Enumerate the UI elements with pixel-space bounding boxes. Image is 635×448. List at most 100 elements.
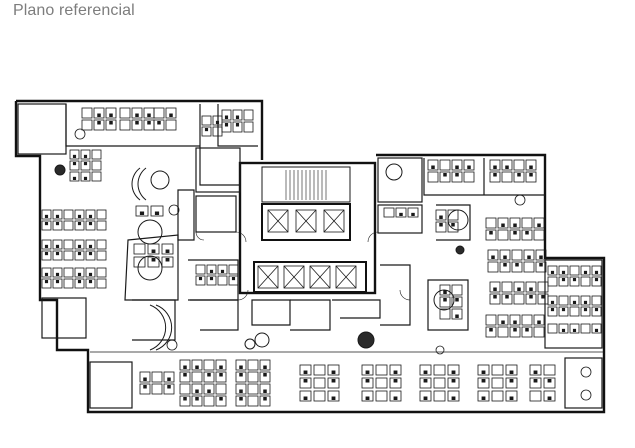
desk (69, 149, 80, 160)
desk (327, 364, 340, 376)
desk (547, 295, 558, 306)
desk (151, 371, 163, 383)
chair (55, 280, 60, 284)
desk (543, 390, 556, 402)
chair (503, 263, 507, 267)
chair (572, 278, 577, 282)
desk (206, 264, 217, 275)
desk (497, 217, 509, 229)
desk (201, 126, 212, 137)
desk (93, 119, 105, 131)
outer-walls (14, 99, 606, 414)
desk (228, 264, 239, 275)
desk (477, 364, 490, 376)
desk (221, 121, 232, 133)
curved-elements (54, 163, 469, 351)
desk (439, 159, 451, 171)
chair (165, 249, 170, 253)
chair (443, 298, 447, 302)
chair (527, 255, 531, 259)
desk (451, 159, 463, 171)
desk (74, 250, 85, 261)
chair (55, 252, 60, 256)
chair (467, 165, 471, 169)
desk (537, 281, 549, 293)
desk (235, 371, 247, 383)
desk (243, 109, 254, 121)
chair (503, 255, 507, 259)
chair (239, 365, 243, 369)
chair (195, 365, 199, 369)
chair (169, 113, 173, 117)
chair (411, 212, 415, 216)
chair (44, 272, 49, 276)
chair (572, 300, 577, 304)
desk (81, 119, 93, 131)
desk (259, 383, 271, 395)
desk (52, 239, 63, 250)
chair (198, 277, 203, 281)
chair (183, 365, 187, 369)
chair (539, 263, 543, 267)
desk (569, 323, 580, 334)
desk (533, 217, 545, 229)
chair (219, 397, 223, 401)
chair (204, 128, 209, 132)
chair (505, 295, 509, 299)
desk (41, 267, 52, 278)
desk (447, 221, 459, 233)
desk (203, 359, 215, 371)
chair (525, 328, 529, 332)
chair (220, 269, 225, 273)
desk (569, 306, 580, 317)
desk (511, 249, 523, 261)
desk (163, 371, 175, 383)
chair (529, 295, 533, 299)
desk (395, 207, 407, 218)
chair (513, 231, 517, 235)
desk (501, 171, 513, 183)
desk (529, 377, 542, 389)
desk (259, 395, 271, 407)
chair (77, 252, 82, 256)
desk (529, 390, 542, 402)
chair (239, 389, 243, 393)
desk (81, 107, 93, 119)
chair (97, 113, 101, 117)
desk (232, 109, 243, 121)
desk (191, 371, 203, 383)
chair (423, 396, 428, 400)
desk (433, 390, 446, 402)
chair (513, 328, 517, 332)
chair (517, 173, 521, 177)
desk (243, 121, 254, 133)
chair (97, 121, 101, 125)
desk (447, 377, 460, 389)
desk (221, 109, 232, 121)
desk (580, 265, 591, 276)
chair (451, 379, 456, 383)
desk (509, 314, 521, 326)
desk (74, 267, 85, 278)
desk (96, 209, 107, 220)
chair (143, 377, 147, 381)
desk (69, 171, 80, 182)
desk (299, 377, 312, 389)
chair (139, 211, 145, 215)
desk (203, 395, 215, 407)
chair (72, 154, 77, 158)
desk (119, 107, 131, 119)
desk (96, 278, 107, 289)
desk (217, 275, 228, 286)
chair (88, 222, 93, 226)
desk (63, 250, 74, 261)
chair (583, 300, 588, 304)
chair (219, 365, 223, 369)
chair (44, 222, 49, 226)
chair (550, 308, 555, 312)
chair (423, 379, 428, 383)
desk (375, 364, 388, 376)
desk (52, 220, 63, 231)
chair (195, 389, 199, 393)
